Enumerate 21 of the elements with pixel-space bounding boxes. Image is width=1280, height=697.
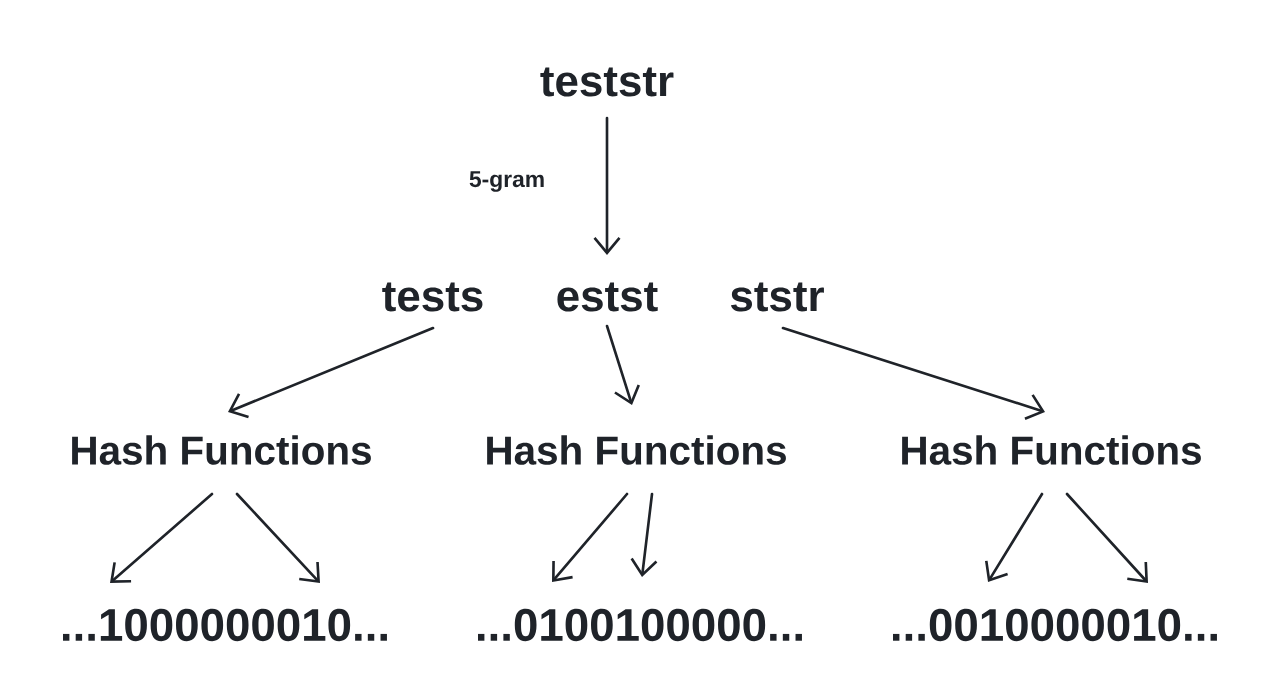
- word-label: ststr: [730, 282, 824, 312]
- edge-label: 5-gram: [467, 169, 547, 194]
- arrow: [630, 492, 658, 577]
- bit-string: ...1000000010...: [63, 608, 387, 642]
- word-label: estst: [557, 282, 658, 312]
- bit-string: ...0010000010...: [893, 608, 1217, 642]
- word-label: teststr: [540, 67, 674, 97]
- function-label: Hash Functions: [902, 435, 1201, 465]
- arrow: [235, 492, 320, 583]
- arrow: [605, 324, 640, 405]
- arrow: [984, 492, 1044, 582]
- arrow: [228, 326, 435, 419]
- arrow: [781, 326, 1045, 420]
- arrow: [593, 116, 621, 255]
- arrow: [552, 492, 629, 582]
- bit-string: ...0100100000...: [478, 608, 802, 642]
- arrow: [110, 492, 214, 583]
- function-label: Hash Functions: [487, 435, 786, 465]
- function-label: Hash Functions: [72, 435, 371, 465]
- word-label: tests: [382, 282, 483, 312]
- arrow: [1065, 492, 1148, 583]
